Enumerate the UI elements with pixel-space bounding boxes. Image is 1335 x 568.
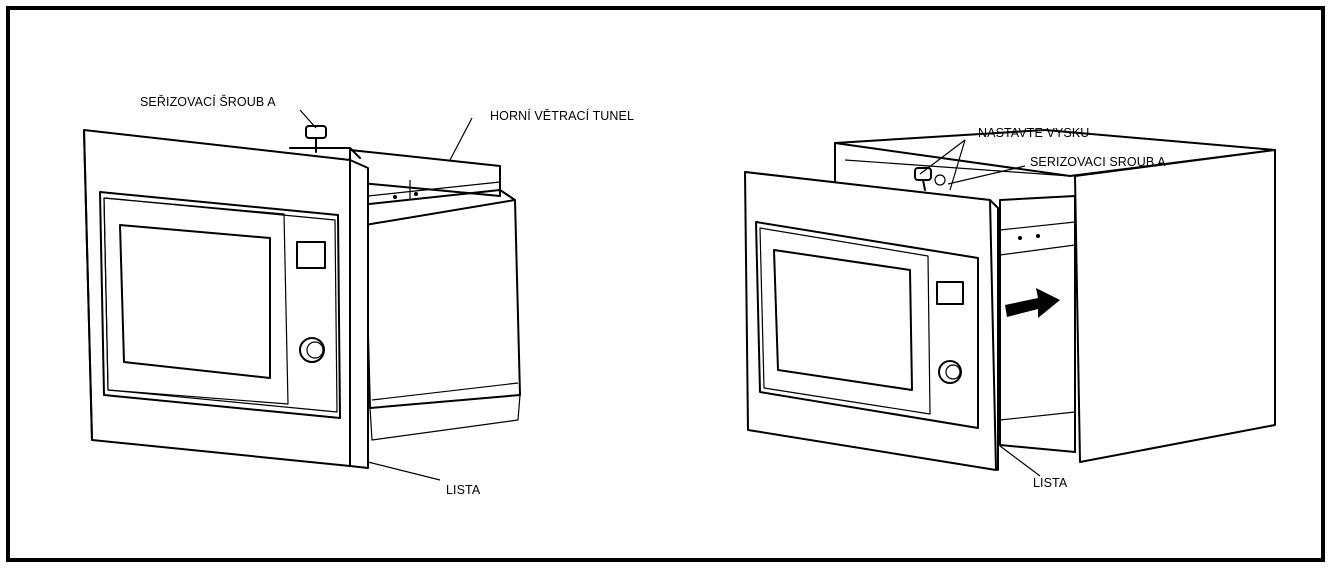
knob-icon — [938, 360, 962, 384]
screw-icon — [914, 167, 946, 191]
right-cabinet — [834, 129, 1276, 463]
right-display — [936, 281, 964, 305]
left-oven-body — [349, 149, 521, 441]
left-door-window — [119, 224, 271, 379]
right-oven-front — [755, 221, 979, 429]
label-left-vent-tunnel: HORNÍ VĚTRACÍ TUNEL — [490, 108, 634, 123]
label-right-strip: LISTA — [1033, 476, 1068, 490]
right-door-window — [773, 249, 913, 391]
left-display — [296, 241, 326, 269]
arrow-right-icon — [1005, 288, 1060, 318]
label-right-set-height: NASTAVTE VYSKU — [978, 126, 1089, 140]
label-right-adjust-screw: SERIZOVACI SROUB A — [1030, 155, 1166, 169]
label-left-strip: LISTA — [446, 483, 481, 497]
knob-icon — [299, 337, 325, 363]
left-oven-front — [99, 191, 341, 419]
left-vent-tunnel — [289, 147, 361, 159]
screw-icon — [305, 125, 327, 153]
label-left-adjust-screw: SEŘIZOVACÍ ŠROUB A — [140, 94, 276, 109]
right-cabinet-assembly — [744, 129, 1276, 477]
left-microwave-assembly — [83, 109, 521, 481]
